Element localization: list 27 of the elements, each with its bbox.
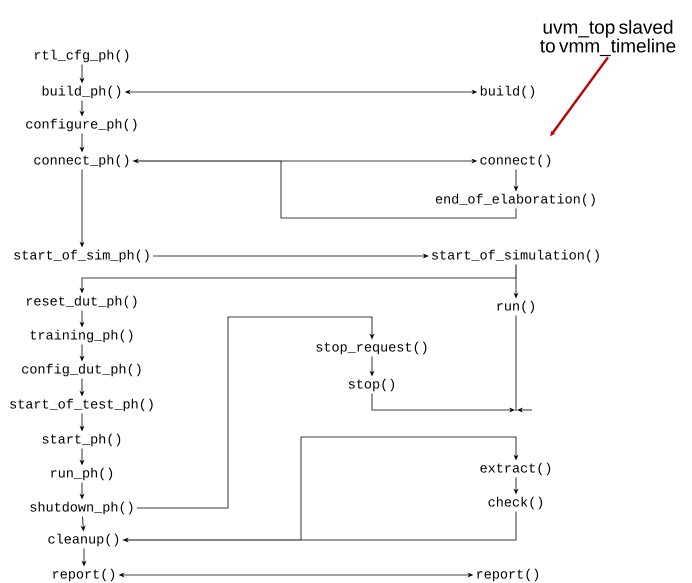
- phase-label: end_of_elaboration(): [436, 194, 595, 206]
- phase-label: build(): [480, 86, 534, 98]
- phase-label: run_ph(): [51, 468, 112, 480]
- phase-label: config_dut_ph(): [22, 364, 140, 376]
- phase-label: training_ph(): [30, 330, 132, 342]
- arrow: [136, 316, 375, 508]
- phase-label: report(): [53, 568, 114, 582]
- phase-label: shutdown_ph(): [30, 502, 132, 514]
- phase-label: stop_request(): [316, 342, 426, 354]
- phase-label: reset_dut_ph(): [26, 296, 136, 308]
- phase-label: start_of_test_ph(): [10, 398, 153, 412]
- callout-text: uvm_top slaved to vmm_timeline: [540, 20, 676, 56]
- phase-label: start_of_simulation(): [432, 250, 599, 262]
- phase-label: connect(): [480, 154, 550, 168]
- phase-label: rtl_cfg_ph(): [35, 50, 128, 62]
- phase-label: run(): [497, 300, 534, 314]
- phase-label: cleanup(): [48, 534, 118, 546]
- phase-label: start_ph(): [42, 434, 120, 446]
- phase-label: check(): [488, 496, 542, 510]
- arrow: [122, 436, 519, 540]
- phase-label: extract(): [480, 462, 550, 476]
- phase-label: stop(): [348, 378, 394, 392]
- phase-label: start_of_sim_ph(): [14, 250, 149, 262]
- phase-label: connect_ph(): [34, 154, 128, 168]
- phase-label: configure_ph(): [26, 118, 136, 132]
- phase-label: report(): [477, 568, 538, 582]
- phase-label: build_ph(): [42, 86, 120, 98]
